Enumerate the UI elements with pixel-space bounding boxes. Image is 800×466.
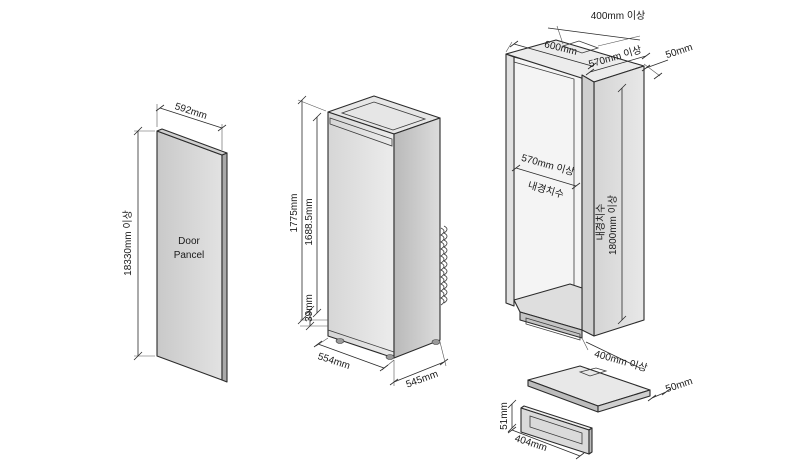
- fridge-foot: [385, 354, 395, 360]
- vent-plate: [527, 365, 651, 413]
- cabinet-enclosure: [505, 39, 645, 341]
- kick-grille: [520, 405, 593, 455]
- cabinet-inner-depth-dimension: [511, 164, 581, 190]
- fridge-base-height-label: 39mm: [304, 294, 315, 322]
- door-panel-width-dimension: [155, 104, 227, 150]
- door-panel-width-label: 592mm: [173, 101, 208, 122]
- fridge-width-dimension: [313, 337, 395, 372]
- fridge-inner-height-dimension: [312, 112, 322, 318]
- cabinet-back-gap-dimension: [641, 59, 669, 80]
- vent-plate-gap-dimension: [647, 388, 671, 402]
- fridge-rear-coil: [440, 225, 448, 306]
- fridge-total-height-dimension: [297, 95, 327, 325]
- cabinet-back-gap-label: 50mm: [664, 42, 694, 61]
- cabinet-top-opening-label: 400mm 이상: [591, 10, 646, 22]
- vent-plate-gap-label: 50mm: [664, 376, 694, 395]
- grille-height-label: 51mm: [499, 402, 510, 430]
- door-panel-height-label: 18330mm 이상: [122, 210, 134, 276]
- cabinet-outer-width-dimension: [505, 40, 597, 70]
- fridge-foot: [335, 338, 345, 344]
- door-panel-label-line1: Door: [178, 236, 200, 247]
- door-panel: [156, 128, 228, 383]
- cabinet-top-opening-dimension: [547, 25, 641, 47]
- cabinet-top-depth-dimension: [585, 52, 651, 76]
- fridge-total-height-label: 1775mm: [289, 194, 300, 233]
- fridge-unit: [327, 95, 448, 360]
- cabinet-inner-height-caption: 내경치수: [594, 204, 607, 241]
- fridge-depth-dimension: [389, 341, 449, 386]
- fridge-base-height-dimension: [300, 305, 328, 331]
- cabinet-bottom-opening-dimension: [581, 337, 641, 369]
- fridge-foot: [431, 339, 441, 345]
- grille-width-dimension: [507, 426, 585, 460]
- door-panel-label-line2: Pancel: [174, 250, 205, 261]
- grille-height-dimension: [507, 399, 517, 433]
- cabinet-inner-height-value: 1800mm 이상: [607, 195, 619, 255]
- cabinet-inner-height-dimension: [617, 83, 627, 325]
- door-panel-height-dimension: [133, 126, 155, 361]
- fridge-inner-height-label: 1688.5mm: [304, 198, 315, 245]
- fridge-depth-label: 545mm: [405, 369, 440, 391]
- cabinet-bottom-opening-label: 400mm 이상: [593, 348, 649, 375]
